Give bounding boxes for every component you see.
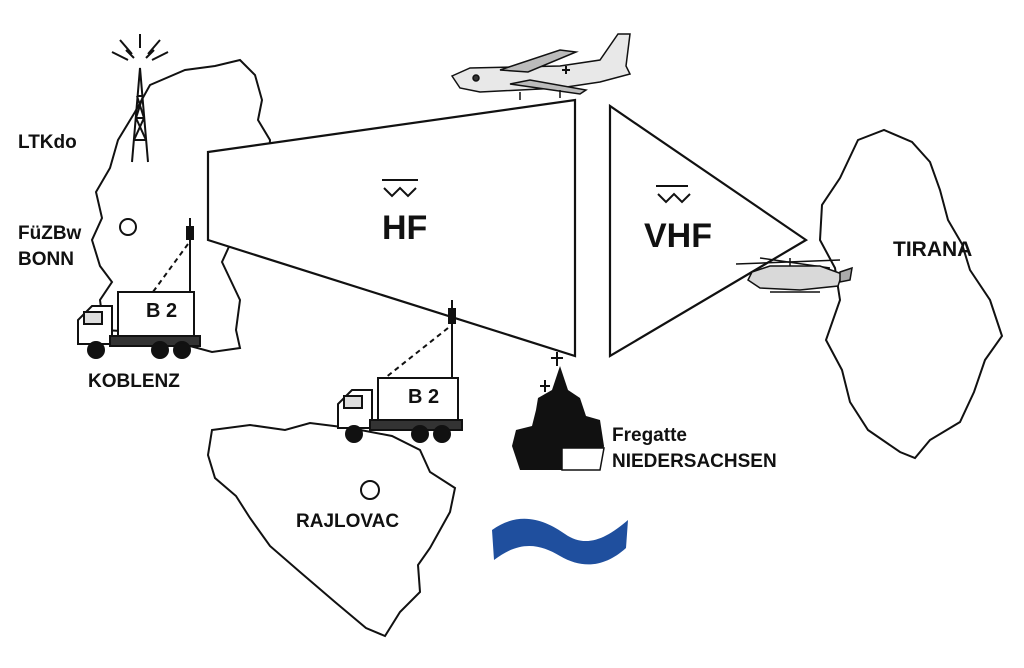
vhf-link-beam <box>608 103 809 358</box>
hf-label: HF <box>382 209 428 247</box>
bonn-label: BONN <box>18 249 74 270</box>
truck-icon <box>337 377 463 443</box>
truck1-plate-label: B 2 <box>146 300 178 322</box>
antenna-tower-icon <box>111 34 169 163</box>
koblenz-label: KOBLENZ <box>88 371 180 392</box>
frigate-icon <box>512 352 605 471</box>
truck-icon <box>77 291 201 359</box>
hf-signal-symbol <box>382 179 418 198</box>
fregatte-label: Fregatte <box>612 425 687 446</box>
rajlovac-label: RAJLOVAC <box>296 511 400 532</box>
hf-link-beam <box>206 98 577 358</box>
helicopter-icon <box>735 257 853 293</box>
albania-map-outline <box>818 128 1004 460</box>
wave-icon <box>492 518 628 565</box>
location-circle-icon <box>360 480 380 500</box>
niedersachsen-label: NIEDERSACHSEN <box>612 451 777 472</box>
ltkdo-label: LTKdo <box>18 132 77 153</box>
vhf-signal-symbol <box>656 185 691 204</box>
vhf-label: VHF <box>644 217 712 255</box>
truck2-antenna <box>379 300 456 392</box>
koblenz-antenna <box>149 218 194 298</box>
location-circle-icon <box>119 218 137 236</box>
aircraft-icon <box>450 33 632 100</box>
tirana-label: TIRANA <box>893 238 973 261</box>
fuezbw-label: FüZBw <box>18 223 82 244</box>
truck2-plate-label: B 2 <box>408 386 440 408</box>
